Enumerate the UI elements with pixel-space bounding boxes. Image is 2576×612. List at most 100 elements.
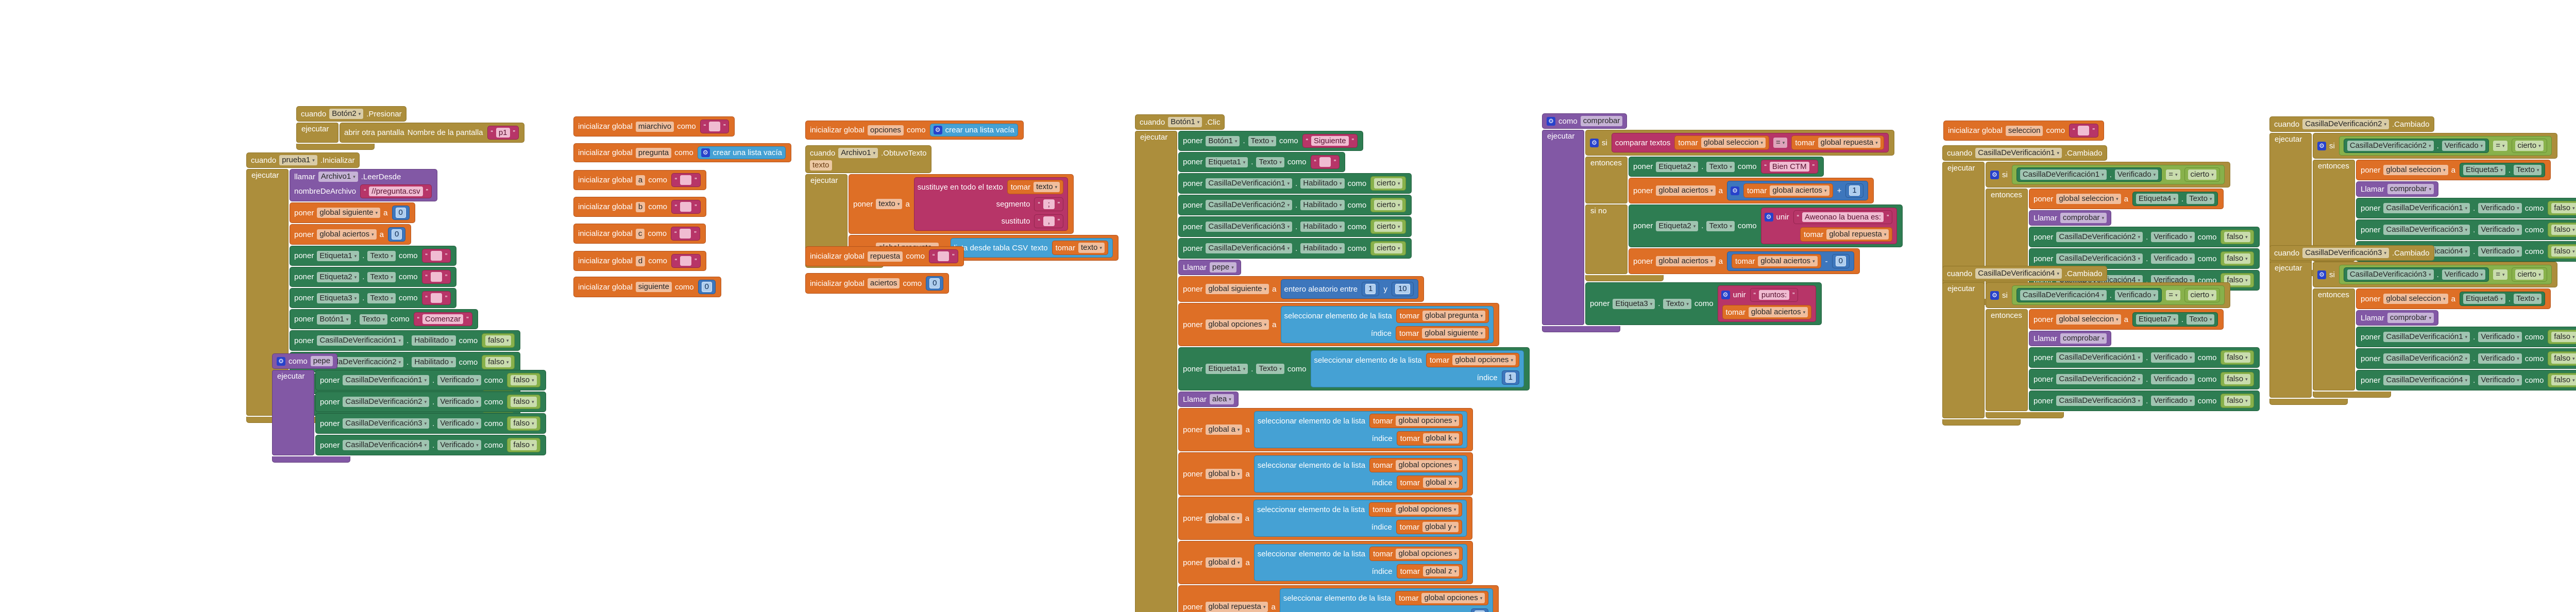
dropdown-field[interactable]: global aciertos▾ bbox=[1656, 185, 1716, 196]
block-logic-falso[interactable]: falso▾ bbox=[507, 416, 540, 431]
dropdown-field[interactable]: falso▾ bbox=[2551, 332, 2576, 342]
dropdown-field[interactable]: global a▾ bbox=[1206, 424, 1243, 435]
number-field[interactable]: 0 bbox=[1835, 256, 1846, 266]
dropdown-field[interactable]: Habilitado▾ bbox=[1300, 222, 1345, 232]
dropdown-field[interactable]: comprobar▾ bbox=[2060, 213, 2107, 223]
dropdown-field[interactable]: global x▾ bbox=[1422, 478, 1460, 488]
dropdown-field[interactable]: cierto▾ bbox=[1374, 178, 1403, 189]
dropdown-field[interactable]: Etiqueta3▾ bbox=[1613, 298, 1655, 309]
mutator-gear-icon[interactable]: ⚙ bbox=[1990, 170, 1999, 179]
dropdown-field[interactable]: Etiqueta2▾ bbox=[317, 271, 360, 282]
block-logic-cierto[interactable]: cierto▾ bbox=[2184, 288, 2220, 302]
dropdown-field[interactable]: CasillaDeVerificación4▾ bbox=[2020, 290, 2107, 300]
string-field[interactable] bbox=[680, 256, 692, 266]
number-field[interactable]: 0 bbox=[929, 278, 940, 288]
block-text-string[interactable]: “Bien CTM” bbox=[1760, 160, 1818, 174]
dropdown-field[interactable]: Verificado▾ bbox=[437, 440, 481, 450]
block-text-string[interactable]: “p1” bbox=[487, 126, 519, 140]
dropdown-field[interactable]: Verificado▾ bbox=[2478, 203, 2522, 213]
block-logic-falso[interactable]: falso▾ bbox=[2221, 394, 2254, 408]
dropdown-field[interactable]: Verificado▾ bbox=[2114, 169, 2159, 180]
dropdown-field[interactable]: falso▾ bbox=[2224, 396, 2250, 406]
number-field[interactable]: 1 bbox=[1849, 185, 1860, 196]
block-logic-cierto[interactable]: cierto▾ bbox=[1370, 176, 1406, 191]
name-field[interactable]: d bbox=[635, 256, 646, 266]
block-logic-falso[interactable]: falso▾ bbox=[2548, 201, 2576, 215]
dropdown-field[interactable]: Botón1▾ bbox=[317, 314, 351, 325]
block-logic-falso[interactable]: falso▾ bbox=[2548, 244, 2576, 259]
block-component-get[interactable]: Etiqueta6▾.Texto▾ bbox=[2460, 292, 2546, 306]
dropdown-field[interactable]: falso▾ bbox=[511, 397, 537, 407]
mutator-gear-icon[interactable]: ⚙ bbox=[933, 126, 942, 134]
string-field[interactable] bbox=[680, 175, 692, 185]
dropdown-field[interactable]: Texto▾ bbox=[2514, 294, 2542, 304]
name-field[interactable]: b bbox=[635, 201, 646, 212]
dropdown-field[interactable]: Verificado▾ bbox=[437, 397, 481, 407]
block-logic-falso[interactable]: falso▾ bbox=[2548, 223, 2576, 237]
dropdown-field[interactable]: global opciones▾ bbox=[1206, 319, 1269, 330]
mutator-gear-icon[interactable]: ⚙ bbox=[2317, 141, 2326, 150]
dropdown-field[interactable]: CasillaDeVerificación3▾ bbox=[2056, 396, 2143, 406]
dropdown-field[interactable]: global opciones▾ bbox=[1452, 355, 1516, 365]
dropdown-field[interactable]: CasillaDeVerificación1▾ bbox=[2383, 203, 2470, 213]
mutator-gear-icon[interactable]: ⚙ bbox=[1590, 138, 1599, 147]
dropdown-field[interactable]: Etiqueta2▾ bbox=[1656, 161, 1699, 172]
block-text-string[interactable]: “ ” bbox=[1310, 155, 1340, 169]
name-field[interactable]: opciones bbox=[867, 125, 904, 135]
dropdown-field[interactable]: global siguiente▾ bbox=[1206, 284, 1269, 294]
name-field[interactable]: pepe bbox=[310, 356, 333, 366]
dropdown-field[interactable]: global aciertos▾ bbox=[317, 229, 377, 240]
dropdown-field[interactable]: cierto▾ bbox=[2515, 269, 2544, 280]
block-logic-falso[interactable]: falso▾ bbox=[2548, 351, 2576, 366]
dropdown-field[interactable]: Verificado▾ bbox=[437, 418, 481, 429]
dropdown-field[interactable]: global opciones▾ bbox=[1396, 416, 1460, 426]
dropdown-field[interactable]: Botón1▾ bbox=[1206, 135, 1240, 146]
dropdown-field[interactable]: CasillaDeVerificación1▾ bbox=[2383, 332, 2470, 342]
dropdown-field[interactable]: Habilitado▾ bbox=[412, 357, 456, 367]
dropdown-field[interactable]: comprobar▾ bbox=[2387, 184, 2434, 194]
dropdown-field[interactable]: global c▾ bbox=[1206, 513, 1242, 523]
dropdown-field[interactable]: global opciones▾ bbox=[1421, 593, 1485, 603]
dropdown-field[interactable]: Texto▾ bbox=[1663, 298, 1691, 309]
block-text-string[interactable]: “ ” bbox=[421, 249, 451, 263]
block-text-string[interactable]: “ ” bbox=[671, 254, 701, 268]
dropdown-field[interactable]: texto▾ bbox=[1033, 182, 1060, 192]
dropdown-field[interactable]: CasillaDeVerificación4▾ bbox=[1975, 268, 2062, 279]
block-logic-falso[interactable]: falso▾ bbox=[2221, 230, 2254, 244]
dropdown-field[interactable]: falso▾ bbox=[2224, 374, 2250, 384]
dropdown-field[interactable]: CasillaDeVerificación3▾ bbox=[2056, 253, 2143, 264]
dropdown-field[interactable]: Verificado▾ bbox=[2478, 353, 2522, 364]
